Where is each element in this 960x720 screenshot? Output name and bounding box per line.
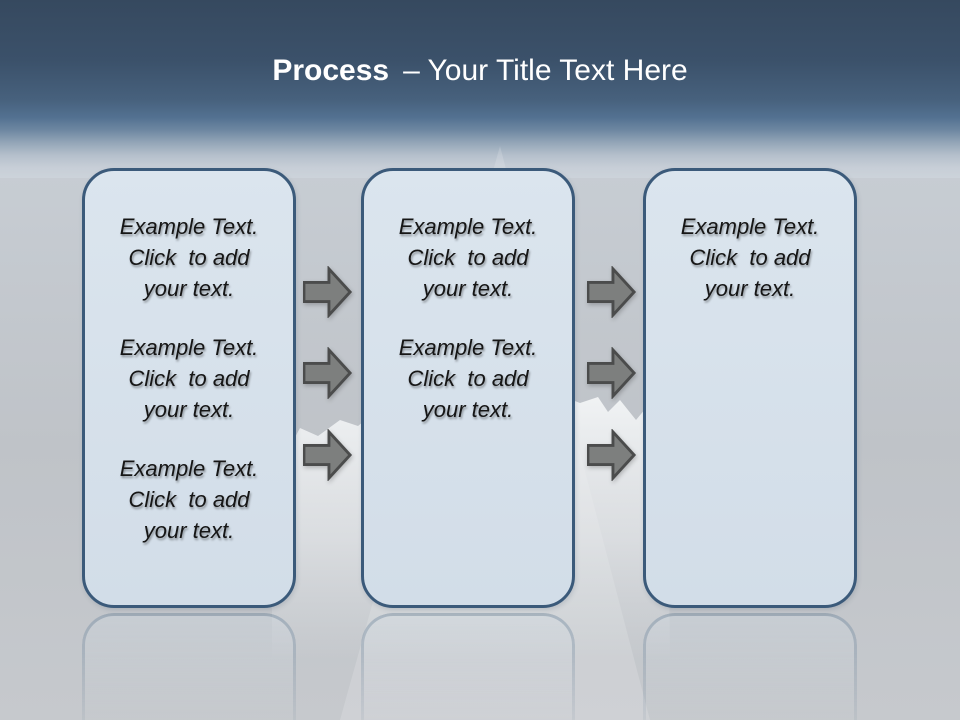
text-line: Click to add	[407, 245, 529, 270]
text-line: Example Text.	[119, 335, 259, 360]
right-arrow-icon	[587, 266, 637, 318]
box-reflection	[643, 613, 857, 720]
text-line: your text.	[422, 276, 514, 301]
slide-title[interactable]: Process – Your Title Text Here	[0, 0, 960, 88]
title-emphasis: Process	[272, 54, 390, 87]
right-arrow-icon	[303, 347, 353, 399]
process-box-2[interactable]: Example Text. Click to add your text. Ex…	[361, 168, 575, 608]
text-paragraph: Example Text. Click to add your text.	[85, 332, 293, 425]
process-box-1[interactable]: Example Text. Click to add your text. Ex…	[82, 168, 296, 608]
right-arrow-icon	[587, 347, 637, 399]
text-line: Example Text.	[680, 214, 820, 239]
process-box-3[interactable]: Example Text. Click to add your text.	[643, 168, 857, 608]
text-paragraph: Example Text. Click to add your text.	[85, 453, 293, 546]
text-line: Click to add	[689, 245, 811, 270]
text-paragraph: Example Text. Click to add your text.	[364, 332, 572, 425]
text-line: Example Text.	[119, 214, 259, 239]
right-arrow-icon	[587, 429, 637, 481]
text-line: Example Text.	[119, 456, 259, 481]
box-reflection	[361, 613, 575, 720]
box-reflection	[82, 613, 296, 720]
slide-header-band	[0, 0, 960, 178]
text-line: Example Text.	[398, 214, 538, 239]
text-line: Click to add	[407, 366, 529, 391]
text-line: your text.	[143, 397, 235, 422]
text-line: your text.	[422, 397, 514, 422]
text-paragraph: Example Text. Click to add your text.	[85, 211, 293, 304]
text-line: Click to add	[128, 245, 250, 270]
text-line: Click to add	[128, 487, 250, 512]
text-line: Click to add	[128, 366, 250, 391]
text-line: your text.	[143, 518, 235, 543]
title-text: – Your Title Text Here	[403, 54, 688, 87]
text-line: your text.	[704, 276, 796, 301]
text-paragraph: Example Text. Click to add your text.	[646, 211, 854, 304]
text-line: your text.	[143, 276, 235, 301]
text-paragraph: Example Text. Click to add your text.	[364, 211, 572, 304]
right-arrow-icon	[303, 429, 353, 481]
right-arrow-icon	[303, 266, 353, 318]
text-line: Example Text.	[398, 335, 538, 360]
